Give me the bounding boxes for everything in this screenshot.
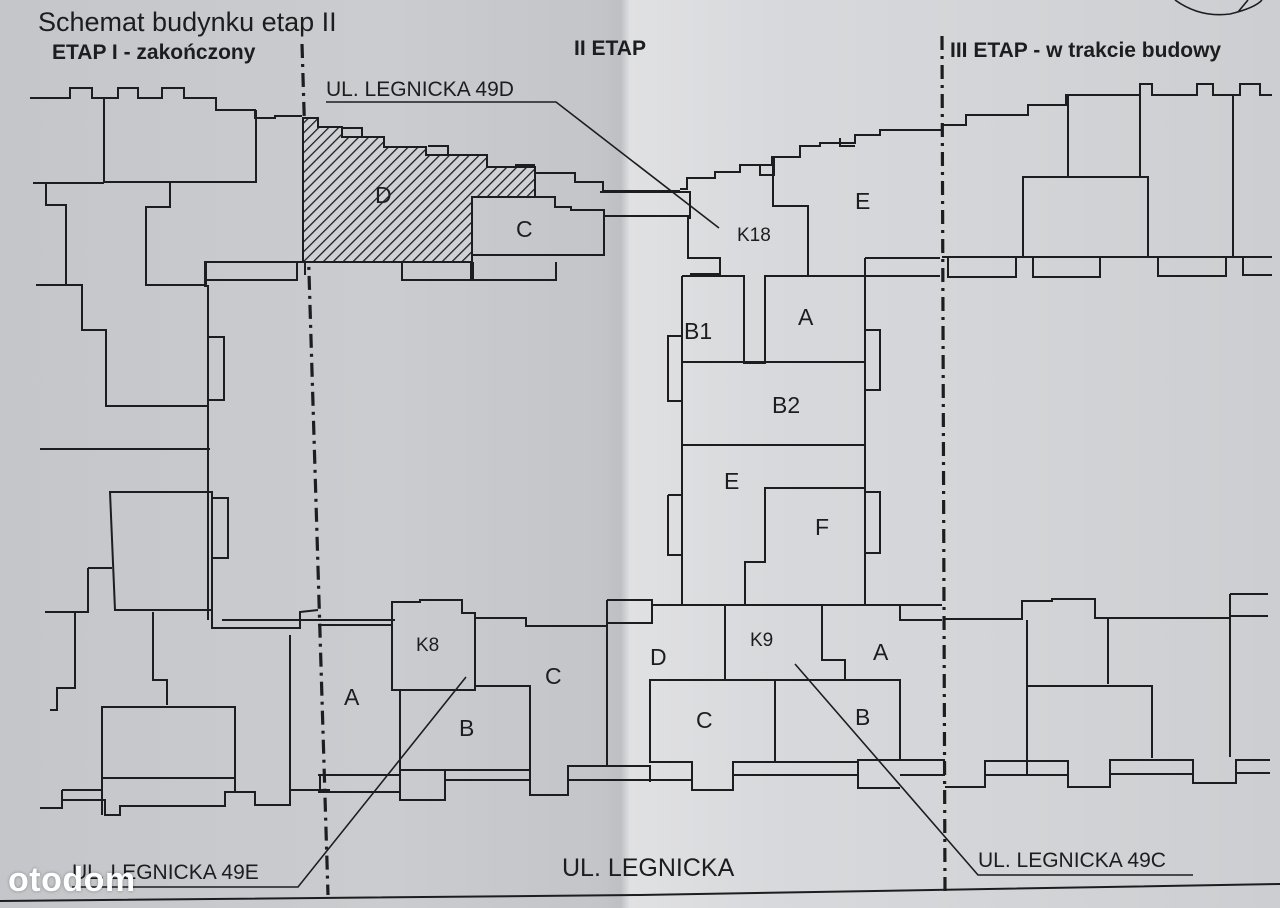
address-49e-leader [72,676,467,888]
stage-2-heading: II ETAP [574,37,646,60]
address-49e-label: UL. LEGNICKA 49E [72,861,259,884]
building-a-k8-label: A [344,684,360,710]
address-49c-leader [794,663,1193,876]
building-a-north-label: A [798,304,814,330]
plan-title: Schemat budynku etap II [38,7,337,37]
stage-1-heading: ETAP I - zakończony [52,41,256,64]
watermark-logo: otodom [8,861,136,899]
address-49d-label: UL. LEGNICKA 49D [326,78,514,101]
building-k18-label: K18 [737,225,771,246]
building-k9-label: K9 [750,630,773,651]
address-49c-label: UL. LEGNICKA 49C [978,849,1166,872]
street-edge-line [0,883,1280,902]
building-b-k9-label: B [855,704,870,730]
building-d-k9-label: D [650,644,667,670]
address-49d-leader [326,101,720,229]
building-b-k8-label: B [459,715,474,741]
address-callouts: UL. LEGNICKA 49D UL. LEGNICKA 49E UL. LE… [72,78,1193,888]
building-k8-label: K8 [416,635,439,656]
stage-3-buildings [942,83,1272,788]
compass-icon [1174,0,1263,16]
building-d-highlighted[interactable] [302,117,536,263]
stage-3-heading: III ETAP - w trakcie budowy [950,39,1221,62]
stage-1-boundary [300,43,330,896]
building-c-k9-label: C [696,707,713,733]
stage-3-boundary [940,35,947,893]
building-e-south-label: E [724,468,739,494]
building-f-label: F [815,514,829,540]
building-c-label: C [516,216,533,242]
building-b2-label: B2 [772,392,800,418]
stage-1-buildings [30,87,330,816]
street-name-label: UL. LEGNICKA [562,854,735,882]
stage-2-buildings: C K18 E B1 A B2 E F [220,127,945,801]
building-a-k9-label: A [873,639,889,665]
building-e-north-label: E [855,188,870,214]
building-b1-label: B1 [684,318,712,344]
building-d-label: D [375,182,392,208]
building-c-k8-label: C [545,663,562,689]
